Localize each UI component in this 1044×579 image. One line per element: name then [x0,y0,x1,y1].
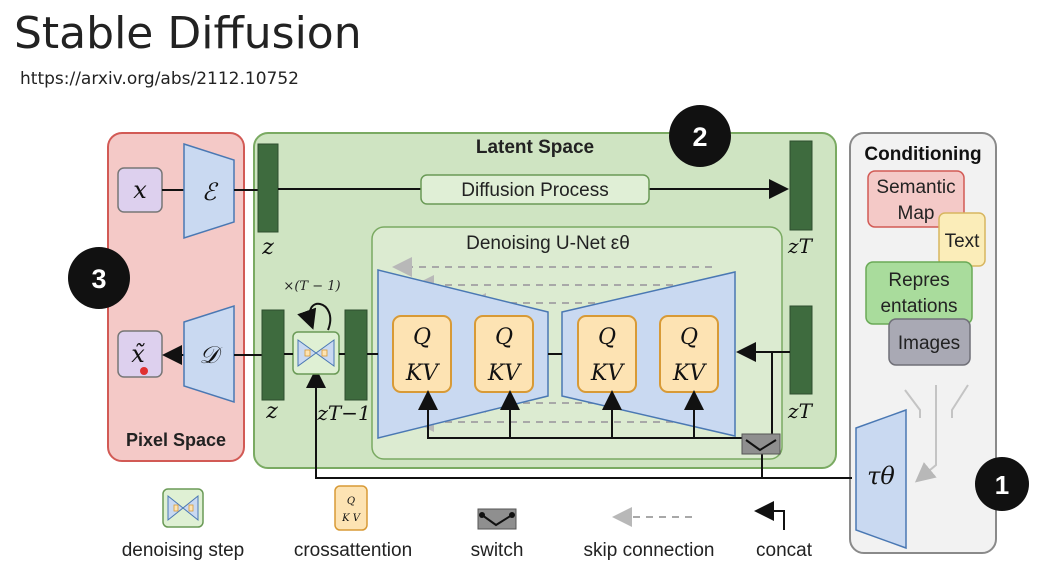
marker-3: 3 [68,247,130,309]
cursor-dot [140,367,148,375]
decoder-block [183,304,235,404]
conditioning-merge-lines [904,384,969,483]
svg-text:KV: KV [672,361,707,386]
representations-label-line1: Repres [888,270,949,291]
qkv-block-3: Q KV [577,315,637,393]
marker-2: 2 [669,105,731,167]
z-t-minus-1-bar [344,309,368,401]
legend-switch-label: switch [471,540,524,561]
legend-concat-icon [754,501,785,530]
svg-text:K V: K V [341,513,362,524]
paper-url[interactable]: https://arxiv.org/abs/2112.10752 [20,69,299,89]
legend-crossattention-icon: Q K V [334,485,368,531]
semantic-map-label-line1: Semantic [876,177,955,198]
unet-label: Denoising U-Net εθ [466,233,630,254]
legend-concat-label: concat [756,540,813,561]
z-t-bar-top [789,140,813,231]
legend-denoising-step-icon [162,488,204,528]
legend-switch-icon [477,508,517,530]
denoising-step-block [292,331,340,375]
qkv-block-1: Q KV [392,315,452,393]
svg-text:Q: Q [347,496,355,507]
repeat-loop-arrow [297,302,332,331]
marker-1: 1 [975,457,1029,511]
pixel-space-label: Pixel Space [126,430,226,450]
encoder-block [183,142,235,240]
qkv-block-2: Q KV [474,315,534,393]
x-tilde-symbol: x̃ [131,340,145,368]
svg-text:Q: Q [598,325,616,350]
legend-denoising-step-label: denoising step [122,540,245,561]
slide-title: Stable Diffusion [14,8,362,59]
svg-text:KV: KV [590,361,625,386]
semantic-map-label-line2: Map [898,203,935,224]
legend-crossattention-label: crossattention [294,540,412,561]
z-label-bottom: z [265,399,278,424]
z-t-label-top: zT [787,234,814,258]
images-box [888,318,971,366]
z-label-top: z [261,235,274,260]
tau-symbol: τθ [867,462,895,490]
z-t-minus-1-label: zT−1 [316,401,370,425]
images-label: Images [898,333,960,354]
x-symbol: x [133,176,147,204]
svg-text:Q: Q [495,325,513,350]
encoder-symbol: ℰ [202,178,219,206]
tau-encoder-block [855,408,907,550]
conditioning-label: Conditioning [864,144,981,165]
representations-label-line2: entations [880,296,957,317]
svg-text:2: 2 [692,122,707,152]
legend-skip-connection-label: skip connection [584,540,715,561]
z-latent-bar-bottom [261,309,285,401]
svg-text:KV: KV [405,361,440,386]
conditioning-flow-lines [306,342,852,479]
svg-text:KV: KV [487,361,522,386]
svg-text:Q: Q [680,325,698,350]
z-latent-bar-top [257,143,279,233]
z-t-label-bottom: zT [787,399,814,423]
qkv-block-4: Q KV [659,315,719,393]
diffusion-process-box [420,174,650,205]
svg-text:1: 1 [995,470,1009,500]
switch-icon [741,433,781,455]
diffusion-process-label: Diffusion Process [461,180,609,201]
latent-space-label: Latent Space [476,137,594,158]
svg-text:3: 3 [91,264,106,294]
z-t-bar-bottom [789,305,813,395]
text-label: Text [945,231,981,252]
semantic-map-box [867,170,965,228]
repeat-label: ×(T − 1) [283,279,340,294]
svg-text:Q: Q [413,325,431,350]
